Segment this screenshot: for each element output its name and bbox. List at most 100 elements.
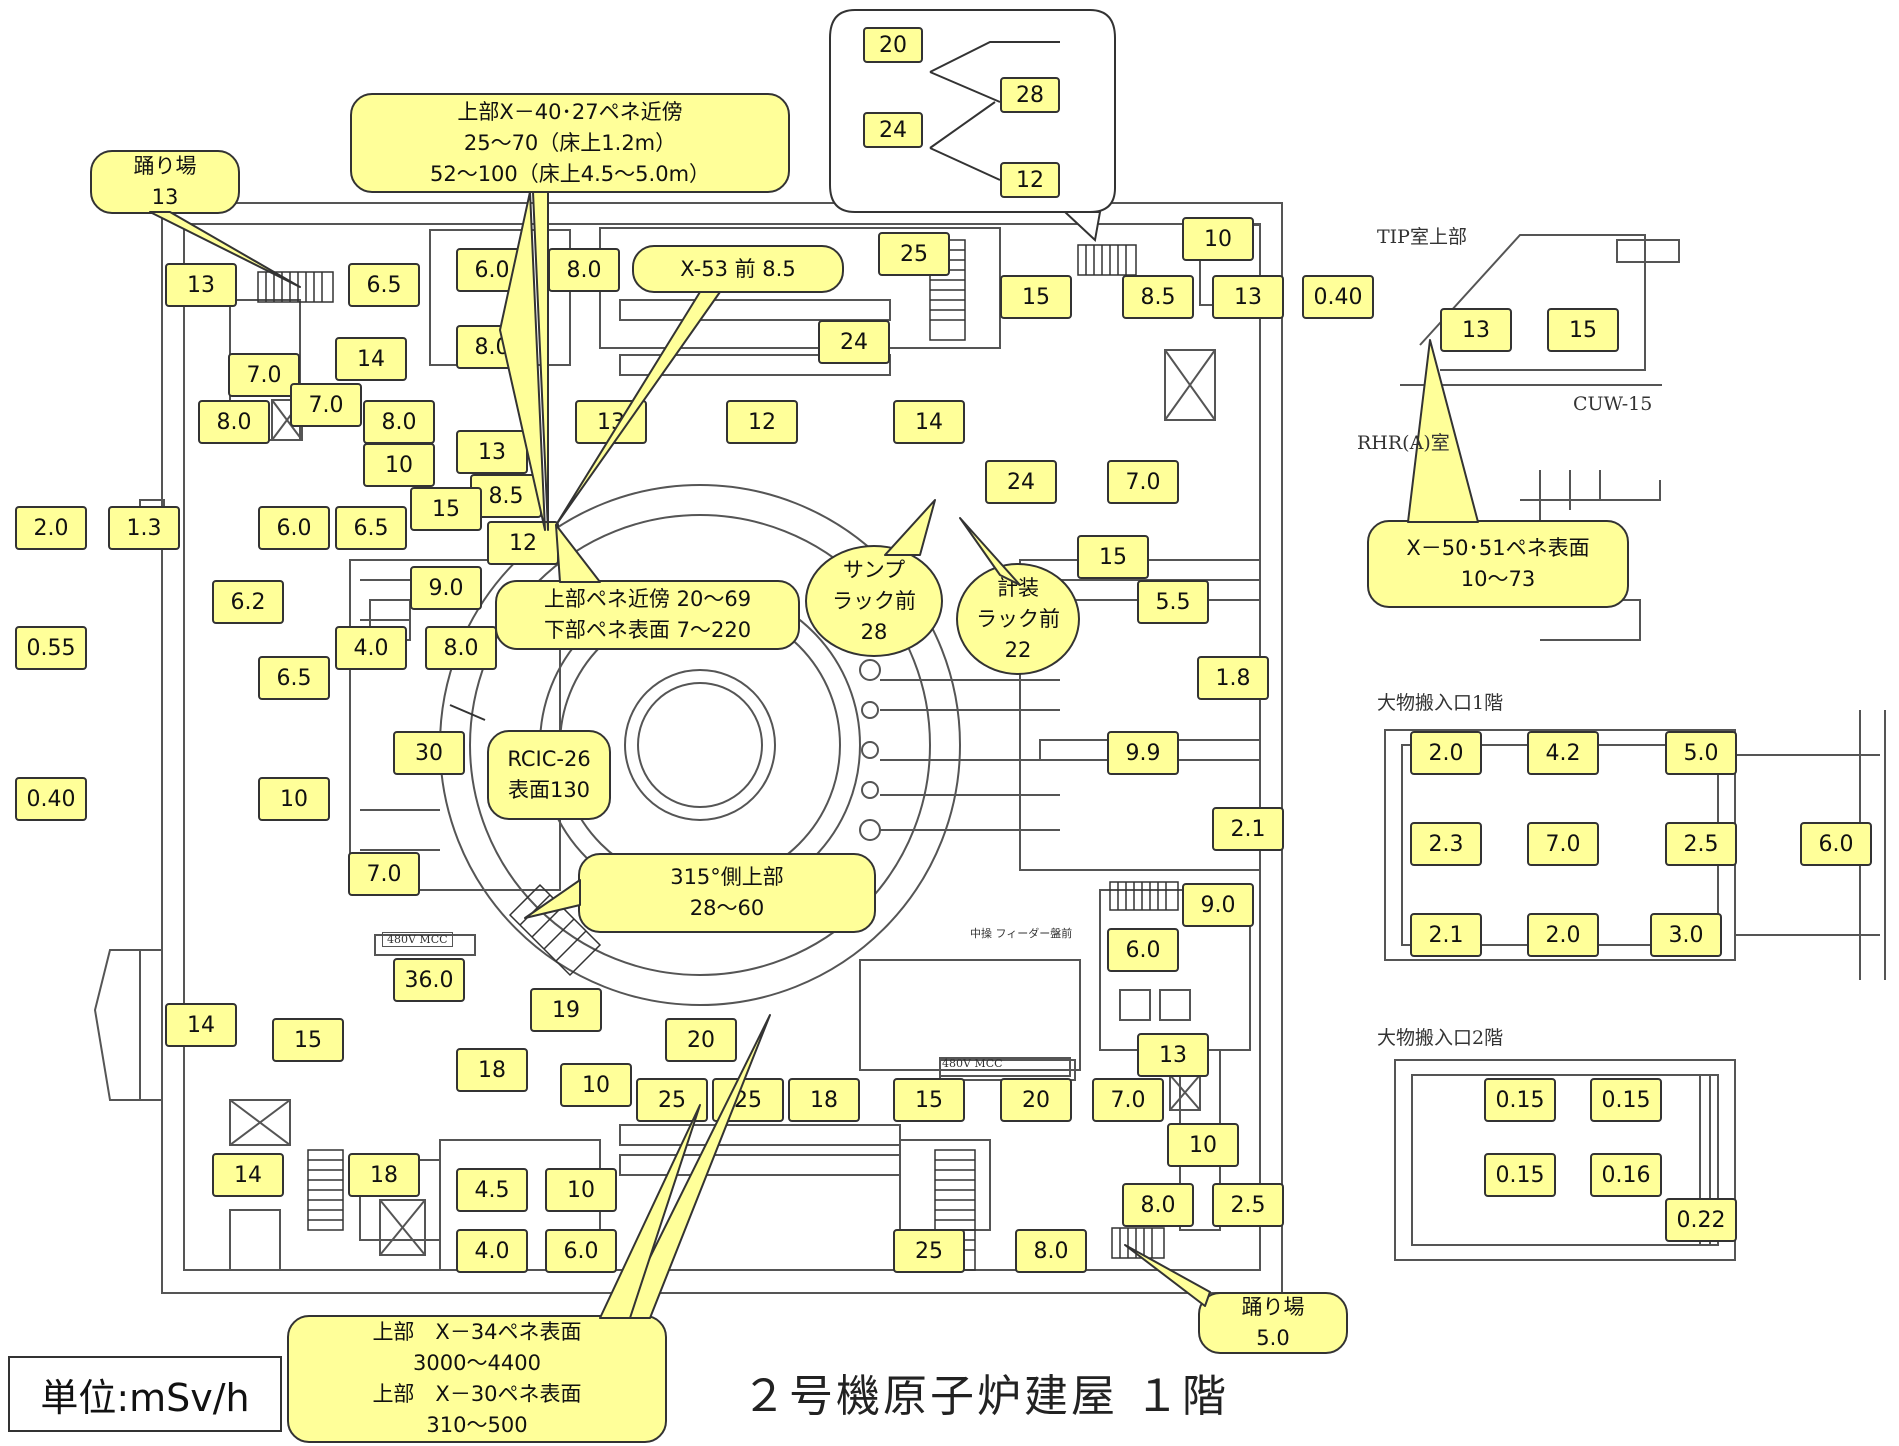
reading-label: 6.0 bbox=[1107, 928, 1179, 972]
reading-label: 36.0 bbox=[393, 958, 465, 1002]
reading-label: 8.0 bbox=[1015, 1229, 1087, 1273]
caption-mcc-right: 480V MCC bbox=[942, 1057, 1003, 1070]
reading-label: 7.0 bbox=[348, 852, 420, 896]
reading-label: 2.0 bbox=[1527, 913, 1599, 957]
reading-label: 10 bbox=[363, 443, 435, 487]
reading-label: 12 bbox=[726, 400, 798, 444]
reading-label: 6.2 bbox=[212, 580, 284, 624]
callout-line: X-53 前 8.5 bbox=[680, 256, 796, 281]
drawing-title: ２号機原子炉建屋 １階 bbox=[742, 1371, 1229, 1422]
reading-label: 7.0 bbox=[1092, 1078, 1164, 1122]
callout-line: X－50･51ペネ表面 bbox=[1406, 536, 1590, 560]
reading-label: 15 bbox=[1000, 275, 1072, 319]
reading-label: 2.0 bbox=[1410, 731, 1482, 775]
reading-label: 7.0 bbox=[290, 383, 362, 427]
reading-label: 14 bbox=[212, 1153, 284, 1197]
reading-label: 15 bbox=[1547, 308, 1619, 352]
caption-feeder-panel: 中操 フィーダー盤前 bbox=[970, 927, 1073, 940]
callout-line: 13 bbox=[151, 185, 179, 209]
reading-label: 9.0 bbox=[1182, 883, 1254, 927]
callout-upper-lower-pene: 上部ペネ近傍 20～69 下部ペネ表面 7～220 bbox=[495, 580, 800, 650]
reading-label: 7.0 bbox=[228, 353, 300, 397]
reading-label: 4.0 bbox=[335, 626, 407, 670]
reading-label: 15 bbox=[272, 1018, 344, 1062]
reading-label: 6.0 bbox=[258, 506, 330, 550]
callout-landing-lower: 踊り場 5.0 bbox=[1198, 1292, 1348, 1354]
callout-line: 踊り場 bbox=[1241, 1295, 1305, 1319]
caption-rhr-room: RHR(A)室 bbox=[1357, 432, 1450, 454]
reading-label: 20 bbox=[863, 27, 923, 63]
reading-label: 6.0 bbox=[1800, 822, 1872, 866]
callout-line: 下部ペネ表面 7～220 bbox=[543, 618, 752, 642]
callout-line: 52～100（床上4.5～5.0m） bbox=[429, 161, 711, 186]
reading-label: 0.22 bbox=[1665, 1198, 1737, 1242]
reading-label: 2.1 bbox=[1410, 913, 1482, 957]
reading-label: 18 bbox=[456, 1048, 528, 1092]
reading-label: 14 bbox=[893, 400, 965, 444]
reading-label: 12 bbox=[1000, 162, 1060, 198]
reading-label: 10 bbox=[545, 1168, 617, 1212]
reading-label: 18 bbox=[348, 1153, 420, 1197]
reading-label: 15 bbox=[893, 1078, 965, 1122]
reading-label: 10 bbox=[258, 777, 330, 821]
callout-line: 上部 X－34ペネ表面 bbox=[372, 1320, 582, 1344]
reading-label: 18 bbox=[788, 1078, 860, 1122]
callout-sump-rack: サンプ ラック前 28 bbox=[805, 545, 943, 657]
reading-label: 13 bbox=[1440, 308, 1512, 352]
reading-label: 13 bbox=[1137, 1033, 1209, 1077]
reading-label: 19 bbox=[530, 988, 602, 1032]
callout-line: RCIC-26 bbox=[507, 747, 591, 771]
callout-landing-upper: 踊り場 13 bbox=[90, 150, 240, 214]
reading-label: 2.3 bbox=[1410, 822, 1482, 866]
callout-line: 上部X－40･27ペネ近傍 bbox=[457, 99, 683, 124]
callout-rcic-26: RCIC-26 表面130 bbox=[487, 730, 611, 820]
callout-line: 28 bbox=[860, 619, 888, 644]
reading-label: 2.5 bbox=[1212, 1183, 1284, 1227]
reading-label: 15 bbox=[410, 487, 482, 531]
reading-label: 6.5 bbox=[335, 506, 407, 550]
callout-line: ラック前 bbox=[976, 606, 1060, 631]
reading-label: 0.55 bbox=[15, 626, 87, 670]
reading-label: 8.0 bbox=[198, 400, 270, 444]
callout-line: 3000～4400 bbox=[413, 1351, 541, 1375]
reading-label: 0.40 bbox=[1302, 275, 1374, 319]
reading-label: 0.16 bbox=[1590, 1153, 1662, 1197]
reading-label: 20 bbox=[665, 1018, 737, 1062]
reading-label: 15 bbox=[1077, 535, 1149, 579]
reading-label: 2.5 bbox=[1665, 822, 1737, 866]
callout-x50-51: X－50･51ペネ表面 10～73 bbox=[1367, 520, 1629, 608]
callout-x34-x30: 上部 X－34ペネ表面 3000～4400 上部 X－30ペネ表面 310～50… bbox=[287, 1315, 667, 1443]
reading-label: 8.0 bbox=[1122, 1183, 1194, 1227]
reading-label: 28 bbox=[1000, 77, 1060, 113]
reading-label: 6.5 bbox=[258, 656, 330, 700]
reading-label: 24 bbox=[863, 112, 923, 148]
reading-label: 0.40 bbox=[15, 777, 87, 821]
reading-label: 14 bbox=[335, 337, 407, 381]
callout-x53: X-53 前 8.5 bbox=[632, 245, 844, 293]
reading-label: 0.15 bbox=[1484, 1078, 1556, 1122]
reading-label: 3.0 bbox=[1650, 913, 1722, 957]
callout-line: 28～60 bbox=[689, 896, 765, 920]
reading-label: 10 bbox=[560, 1063, 632, 1107]
callout-line: 315°側上部 bbox=[670, 865, 784, 889]
callout-line: 5.0 bbox=[1256, 1326, 1290, 1350]
reading-label: 13 bbox=[165, 263, 237, 307]
reading-label: 0.15 bbox=[1590, 1078, 1662, 1122]
reading-label: 25 bbox=[893, 1229, 965, 1273]
caption-cuw: CUW-15 bbox=[1573, 393, 1653, 415]
unit-label: 単位:mSv/h bbox=[8, 1356, 282, 1432]
reading-label: 4.2 bbox=[1527, 731, 1599, 775]
reading-label: 2.0 bbox=[15, 506, 87, 550]
reading-label: 5.5 bbox=[1137, 580, 1209, 624]
reading-label: 25 bbox=[878, 232, 950, 276]
reading-label: 10 bbox=[1182, 217, 1254, 261]
reading-label: 30 bbox=[393, 731, 465, 775]
callout-line: 上部 X－30ペネ表面 bbox=[372, 1382, 582, 1406]
callout-line: 計装 bbox=[997, 575, 1039, 600]
caption-tip-room: TIP室上部 bbox=[1377, 226, 1467, 248]
reading-label: 24 bbox=[985, 460, 1057, 504]
callout-line: サンプ bbox=[842, 557, 906, 582]
reading-label: 8.0 bbox=[425, 626, 497, 670]
callout-line: ラック前 bbox=[832, 588, 916, 613]
reading-label: 1.3 bbox=[108, 506, 180, 550]
